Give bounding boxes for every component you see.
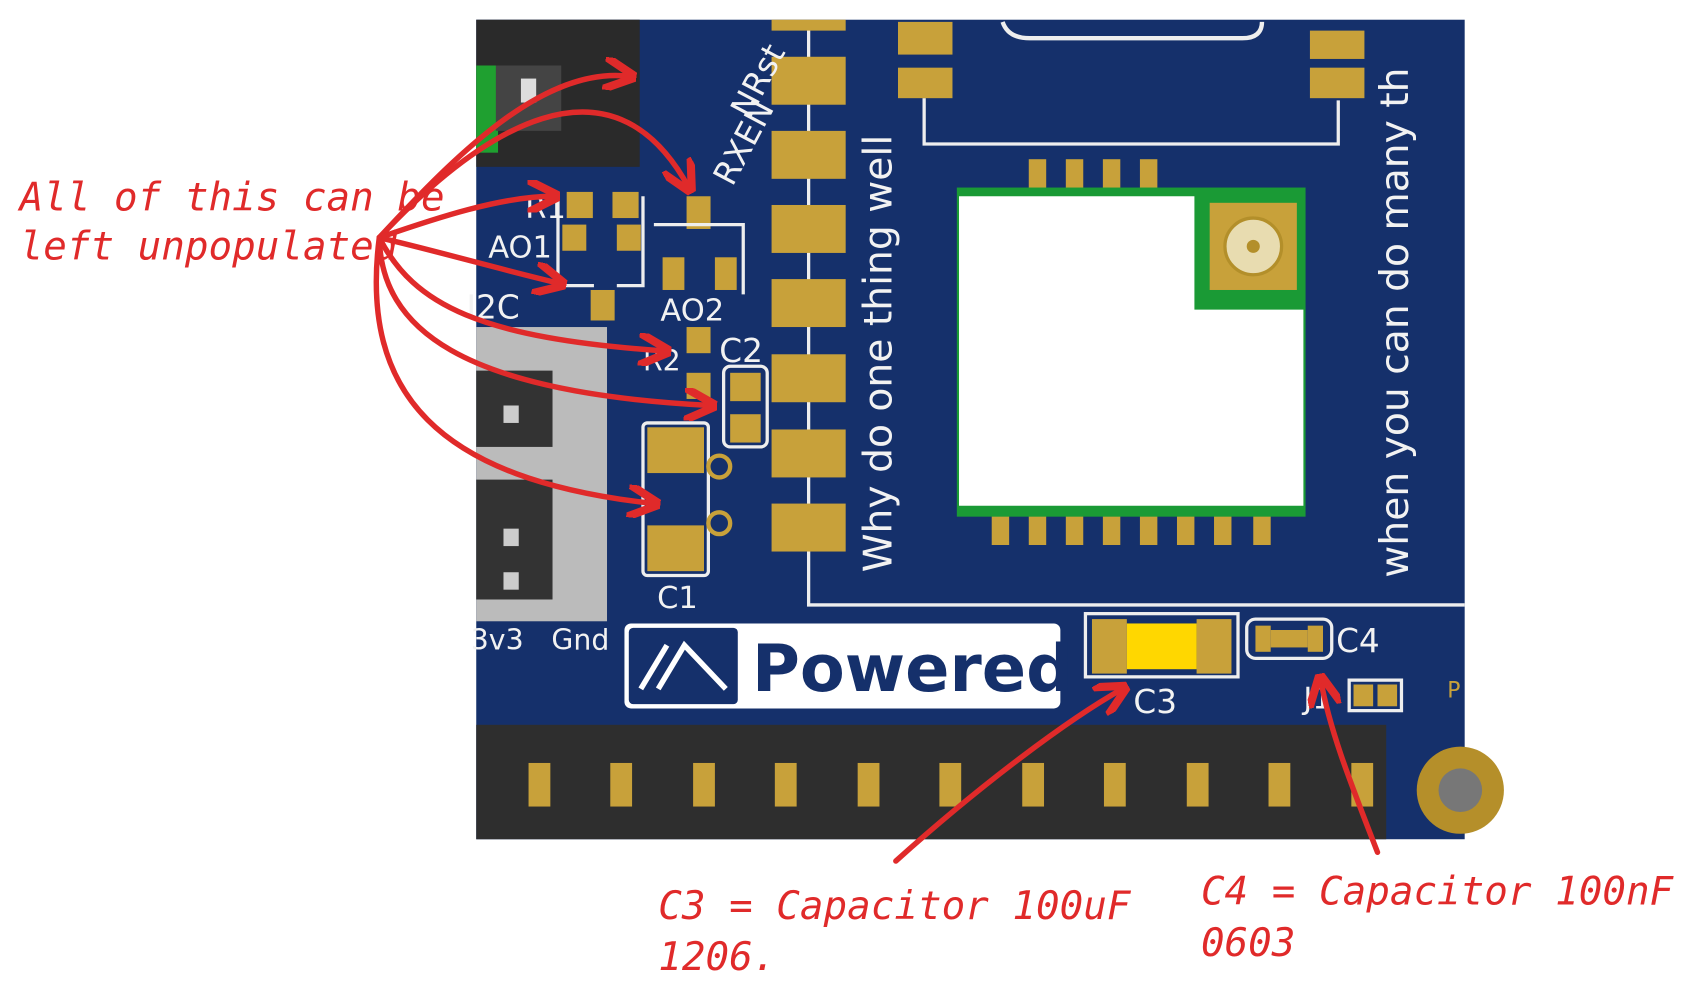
powered-logo: Powered bbox=[624, 623, 1073, 709]
small-components bbox=[562, 191, 761, 572]
capacitor-c3 bbox=[1083, 612, 1240, 679]
slogan-right: when you can do many th bbox=[1373, 67, 1418, 577]
label-3v3: 3v3 bbox=[471, 624, 524, 657]
annotation-c3-line1: C3 = Capacitor 100uF bbox=[658, 884, 1132, 929]
pin-header bbox=[476, 724, 1504, 840]
annotation-c3-line2: 1206. bbox=[658, 935, 776, 980]
label-c1: C1 bbox=[657, 581, 698, 616]
arrow-ao1 bbox=[376, 234, 560, 284]
annotation-unpopulated-line2: left unpopulated bbox=[20, 224, 398, 269]
annotation-c4-line1: C4 = Capacitor 100nF bbox=[1201, 870, 1675, 915]
pcb-board: Powered NRst RXEN R1 AO1 AO2 I2C R2 C2 C… bbox=[466, 19, 1504, 840]
annotations bbox=[373, 75, 1381, 864]
arrow-r2 bbox=[376, 234, 665, 351]
label-ao2: AO2 bbox=[660, 293, 724, 328]
arrow-c2 bbox=[376, 234, 710, 406]
arrow-c4 bbox=[1321, 680, 1381, 856]
logo-text: Powered bbox=[752, 631, 1073, 707]
annotation-c4-line2: 0603 bbox=[1201, 921, 1295, 966]
label-c2: C2 bbox=[719, 332, 763, 370]
rf-module bbox=[956, 159, 1306, 545]
pad-column bbox=[771, 19, 1365, 552]
label-ao1: AO1 bbox=[488, 230, 552, 265]
arrow-c3 bbox=[893, 689, 1123, 864]
capacitor-c4 bbox=[1245, 617, 1334, 660]
arrow-r1 bbox=[376, 196, 553, 241]
arrow-rxen bbox=[376, 109, 689, 241]
arrow-c1 bbox=[373, 234, 654, 504]
label-c3: C3 bbox=[1133, 683, 1177, 721]
label-c4: C4 bbox=[1336, 622, 1380, 660]
label-gnd: Gnd bbox=[551, 624, 609, 657]
label-p: P bbox=[1447, 679, 1460, 704]
annotation-unpopulated-line1: All of this can be bbox=[17, 175, 445, 220]
slogan-left: Why do one thing well bbox=[856, 135, 901, 572]
